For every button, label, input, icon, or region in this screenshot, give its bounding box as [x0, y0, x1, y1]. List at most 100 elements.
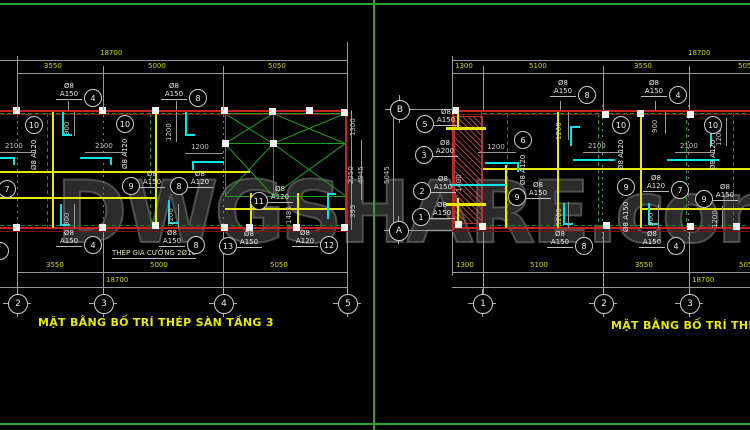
dimension-text: 5100 [529, 62, 547, 70]
grid-bubble: 4 [214, 294, 234, 314]
rebar-callout-label-vertical: Ø8 A120 [30, 139, 38, 170]
rebar-callout-bubble: 2 [413, 182, 431, 200]
rebar-callout-bubble: 10 [116, 115, 134, 133]
rebar-callout-bubble: 9 [122, 177, 140, 195]
drawing-line [689, 66, 690, 110]
drawing-line [557, 112, 559, 228]
column-marker [13, 107, 20, 114]
column-marker [246, 224, 253, 231]
column-marker [687, 223, 694, 230]
grid-bubble: 5 [338, 294, 358, 314]
grid-bubble: B [390, 100, 410, 120]
rebar-callout-bubble: 11 [250, 192, 268, 210]
drawing-line [0, 3, 750, 5]
dashed-line [686, 113, 687, 227]
dimension-text: 2100 [680, 142, 698, 150]
dimension-text: 1200 [555, 208, 563, 226]
drawing-line [17, 73, 347, 74]
dimension-text: 1200 [711, 210, 719, 228]
column-marker [687, 111, 694, 118]
rebar-callout-bubble: 9 [695, 190, 713, 208]
rebar-callout-label-vertical: Ø8 A120 [519, 154, 527, 185]
rebar-callout-bubble: 12 [320, 236, 338, 254]
drawing-line [0, 110, 347, 112]
dashed-line [47, 113, 48, 227]
drawing-line [225, 143, 345, 144]
drawing-line [223, 66, 224, 110]
dimension-text: 900 [651, 119, 659, 133]
column-marker [306, 107, 313, 114]
dimension-text: 900 [63, 212, 71, 226]
grid-bubble: 2 [594, 294, 614, 314]
drawing-line [658, 204, 659, 228]
drawing-line [640, 208, 750, 210]
rebar-callout-bubble: 5 [416, 115, 434, 133]
drawing-line [665, 112, 666, 134]
rebar-hook [80, 157, 112, 165]
rebar-callout-bubble: 9 [617, 178, 635, 196]
grid-bubble: 3 [94, 294, 114, 314]
drawing-line [347, 42, 348, 110]
column-marker [99, 224, 106, 231]
grid-bubble: 2 [8, 294, 28, 314]
drawing-line [603, 232, 604, 294]
drawing-line [452, 60, 750, 61]
drawing-line [0, 287, 347, 288]
rebar-hook [185, 112, 195, 136]
drawing-line [452, 231, 750, 232]
column-marker [222, 140, 229, 147]
drawing-line [155, 112, 157, 228]
grid-bubble: 3 [680, 294, 700, 314]
rebar-hook [60, 204, 70, 226]
dimension-text: 1200 [165, 123, 173, 141]
rebar-hook [62, 112, 72, 136]
rebar-callout-bubble: 8 [575, 237, 593, 255]
drawing-line [452, 272, 750, 273]
dashed-line [483, 225, 748, 226]
column-marker [99, 107, 106, 114]
drawing-line [351, 110, 352, 230]
drawing-line [176, 101, 177, 110]
rebar-callout-bubble: 4 [84, 89, 102, 107]
drawing-line [452, 287, 750, 288]
rebar-callout-bubble: 3 [415, 146, 433, 164]
drawing-line [74, 204, 75, 228]
rebar-hook [485, 162, 519, 172]
rebar-callout-bubble [0, 242, 9, 260]
drawing-line [0, 171, 250, 173]
rebar-callout-bubble: 7 [671, 181, 689, 199]
column-marker [152, 107, 159, 114]
drawing-line [373, 0, 375, 430]
drawing-line [103, 232, 104, 294]
rebar-callout-bubble: 6 [514, 131, 532, 149]
dimension-text: 4945 [357, 166, 365, 184]
dimension-text: 5045 [383, 166, 391, 184]
drawing-line [393, 110, 394, 230]
dashed-line [0, 225, 345, 226]
drawing-line [0, 227, 347, 229]
column-marker [452, 107, 459, 114]
grid-bubble: 1 [473, 294, 493, 314]
drawing-line [583, 152, 623, 153]
dimension-text: 1200 [167, 208, 175, 226]
watermark: DWGSHARE.com [55, 162, 750, 264]
rebar-callout-bubble: 4 [669, 86, 687, 104]
drawing-line [452, 56, 453, 110]
drawing-line [689, 232, 690, 294]
dashed-line [598, 113, 599, 227]
dimension-text: 3550 [46, 261, 64, 269]
grid-centerline [223, 103, 224, 243]
rebar-callout-bubble: 8 [170, 177, 188, 195]
drawing-line [273, 113, 274, 195]
dimension-text: 18700 [692, 276, 715, 284]
rebar-callout-bubble: 7 [0, 180, 16, 198]
dimension-text: 1300 [455, 62, 473, 70]
